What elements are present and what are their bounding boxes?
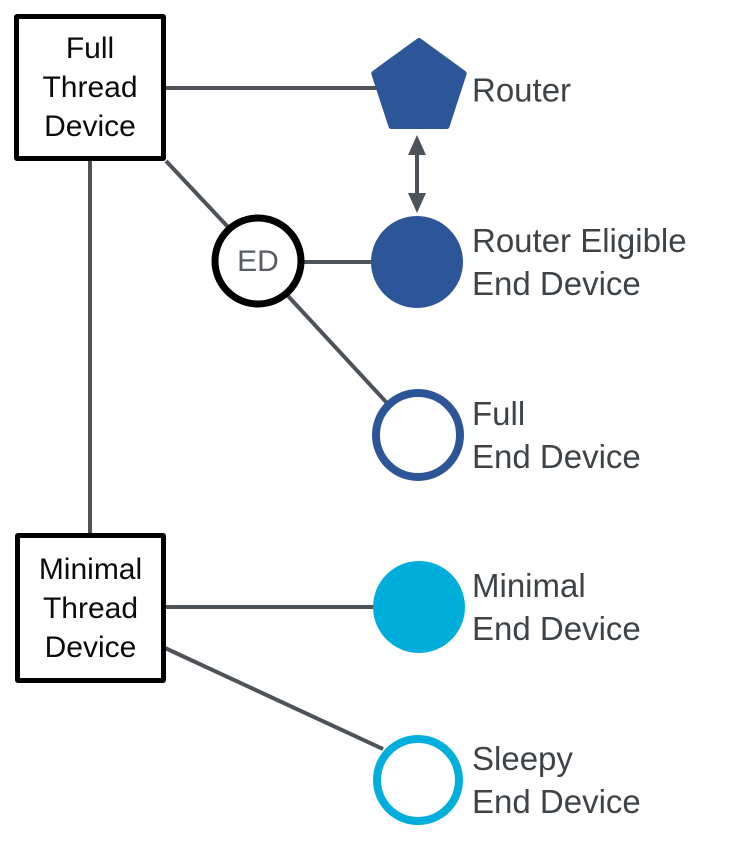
full-end-device-label: Full End Device [472,395,641,475]
full-thread-device-box: Full Thread Device [14,14,166,161]
router-eligible-end-device-circle [371,216,463,308]
edge-mtd-to-sed [164,646,384,751]
full-end-device-circle [372,389,464,481]
minimal-thread-device-label: Minimal Thread Device [38,552,143,664]
minimal-end-device-circle [373,561,465,653]
ed-badge-label: ED [237,245,279,278]
double-arrow-head-down [408,193,426,213]
edge-ftd-to-ed [164,159,230,229]
double-arrow-head-up [408,135,426,155]
router-eligible-end-device-label: Router Eligible End Device [472,222,687,302]
minimal-end-device-label: Minimal End Device [472,567,641,647]
edge-ed-to-fed [286,294,389,405]
ed-circle [211,214,305,308]
double-arrow-router-reed [408,135,426,213]
router-pentagon [371,38,467,129]
minimal-thread-device-box: Minimal Thread Device [15,533,166,683]
router-label: Router [472,71,572,109]
sleepy-end-device-label: Sleepy End Device [472,740,641,820]
sleepy-end-device-circle [373,735,463,825]
full-thread-device-label: Full Thread Device [42,32,138,143]
edge-lines [88,86,389,751]
